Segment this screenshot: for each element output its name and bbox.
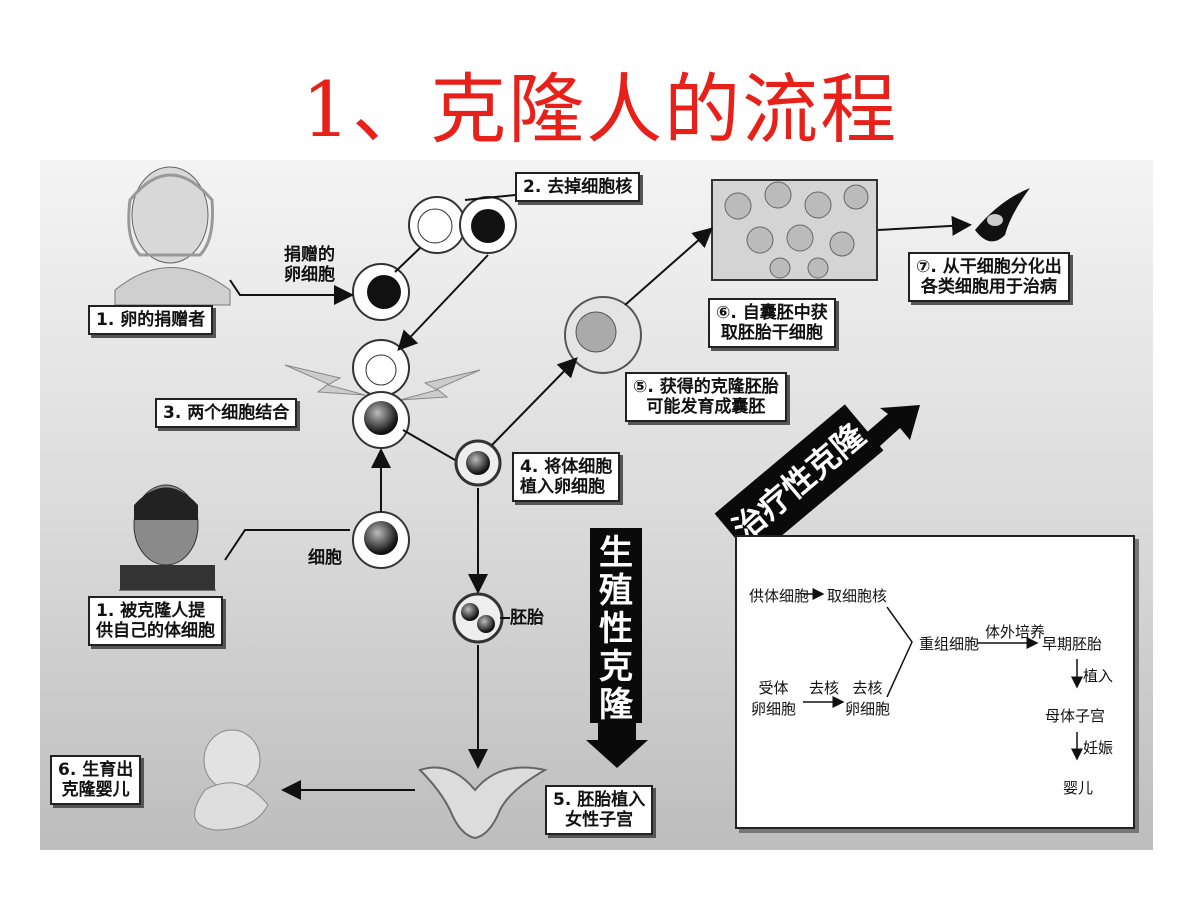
somatic-cell (352, 511, 410, 569)
flow-infant: 婴儿 (1063, 779, 1094, 797)
label-combine-cells: 3. 两个细胞结合 (155, 398, 298, 428)
label-clone-source: 1. 被克隆人提 供自己的体细胞 (88, 596, 223, 646)
label-egg-donor: 1. 卵的捐赠者 (88, 305, 214, 335)
flow-enucleated-egg: 去核 卵细胞 (845, 679, 891, 718)
flow-recipient-egg: 受体 卵细胞 (751, 679, 797, 718)
egg-cell-empty (408, 196, 466, 254)
page-title: 1、克隆人的流程 (301, 65, 899, 154)
combined-cell-upper (352, 339, 410, 397)
baby-figure (194, 729, 269, 831)
flow-early-embryo: 早期胚胎 (1042, 635, 1103, 653)
flow-implant: 植入 (1083, 667, 1114, 685)
stem-cell-photo (711, 179, 878, 281)
flow-pregnancy: 妊娠 (1083, 739, 1114, 757)
clone-source-portrait (118, 484, 217, 591)
flow-enucleate: 去核 (809, 679, 840, 697)
blastocyst (564, 296, 642, 374)
label-blastocyst: ⑤. 获得的克隆胚胎 可能发育成囊胚 (625, 372, 787, 422)
egg-nucleus-removed (459, 196, 517, 254)
reproductive-arrow-icon (586, 723, 648, 768)
embryo-cell (452, 592, 504, 644)
combined-cell-lower (352, 391, 410, 449)
flow-arrows (224, 194, 972, 800)
egg-cell-donated (352, 263, 410, 321)
reconstructed-egg (454, 439, 502, 487)
label-stem-cells: ⑥. 自囊胚中获 取胚胎干细胞 (708, 298, 836, 348)
label-embryo: 胚胎 (510, 608, 544, 628)
egg-donor-portrait (114, 166, 231, 306)
label-remove-nucleus: 2. 去掉细胞核 (515, 172, 641, 202)
reproductive-cloning-text: 生殖性克隆 (599, 533, 633, 725)
differentiated-cell (975, 188, 1030, 242)
label-clone-baby: 6. 生育出 克隆婴儿 (50, 755, 142, 805)
label-cell: 细胞 (308, 548, 342, 568)
flow-mother-uterus: 母体子宫 (1045, 707, 1106, 725)
label-insert-somatic: 4. 将体细胞 植入卵细胞 (512, 452, 621, 502)
uterus-figure (418, 766, 548, 840)
label-donated-egg: 捐赠的 卵细胞 (284, 245, 335, 285)
cloning-flow-box: 供体细胞 取细胞核 受体 卵细胞 去核 去核 卵细胞 重组细胞 体外培养 早期胚… (735, 535, 1135, 829)
reproductive-cloning-banner: 生殖性克隆 (590, 528, 642, 725)
flow-donor-cell: 供体细胞 (749, 587, 810, 605)
label-implant-uterus: 5. 胚胎植入 女性子宫 (545, 785, 654, 835)
flow-recombinant-cell: 重组细胞 (919, 635, 980, 653)
flow-take-nucleus: 取细胞核 (827, 587, 888, 605)
label-differentiate: ⑦. 从干细胞分化出 各类细胞用于治病 (908, 252, 1070, 302)
flow-in-vitro-culture: 体外培养 (985, 623, 1046, 641)
flow-box-arrows (803, 588, 1083, 761)
